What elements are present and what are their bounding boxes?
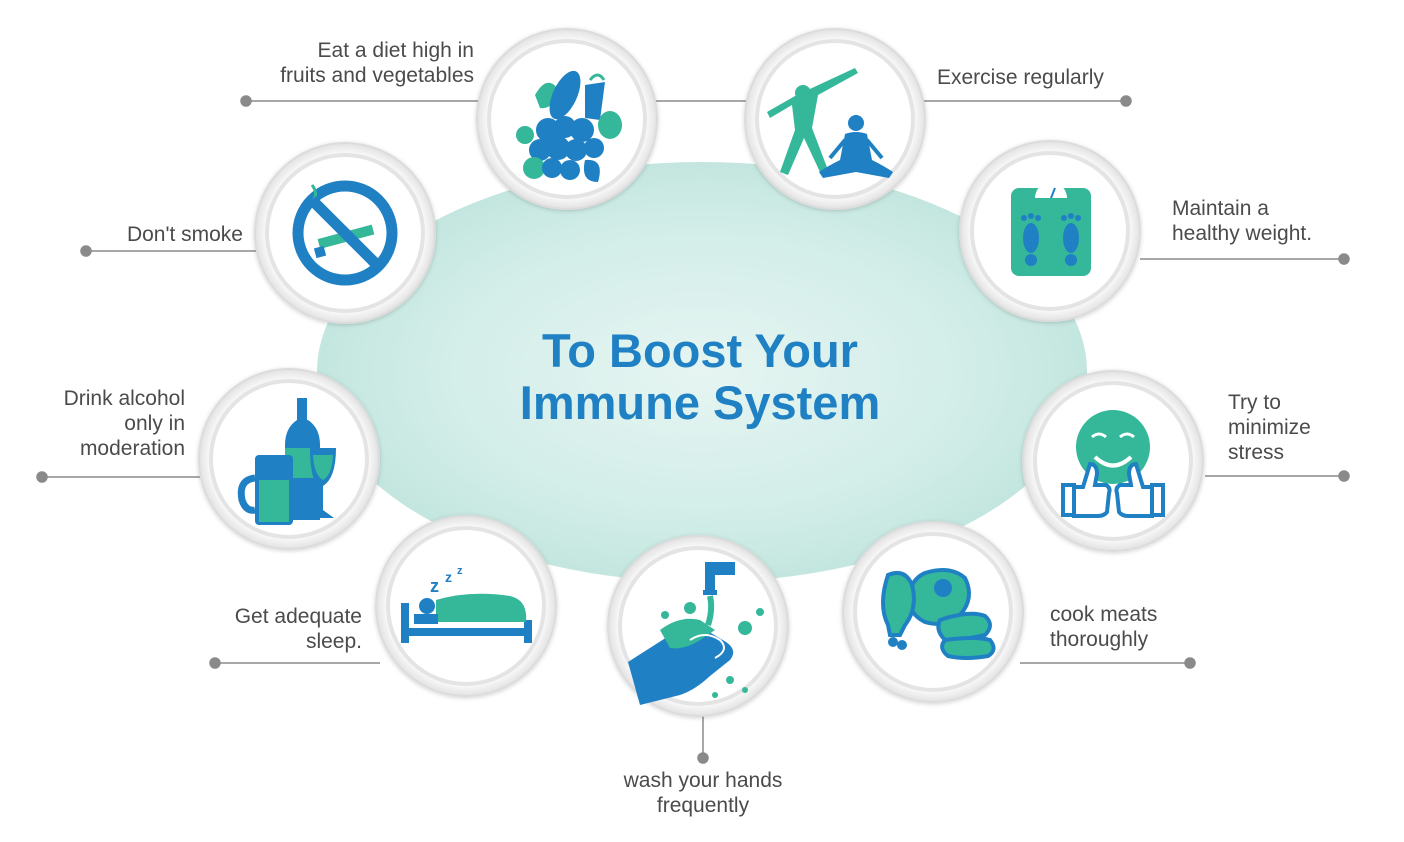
fruits-vegetables-icon (516, 70, 622, 182)
circle-exercise (744, 28, 926, 210)
meat-icon (881, 567, 996, 660)
svg-text:z: z (430, 576, 439, 596)
weight-scale-icon (1011, 182, 1091, 276)
sleeping-icon: z z z (401, 565, 532, 643)
tip-label-exercise: Exercise regularly (937, 66, 1104, 89)
title-line-2: Immune System (519, 376, 881, 429)
tip-label-stress: Try to minimize stress (1228, 391, 1311, 464)
center-ellipse (317, 162, 1087, 582)
tip-label-fruits: Eat a diet high in fruits and vegetables (280, 39, 474, 87)
exercise-icon (767, 68, 893, 178)
hand-washing-icon (628, 562, 764, 705)
alcohol-icon (237, 398, 336, 525)
page-title: To Boost Your Immune System (400, 325, 1000, 429)
smiley-thumbs-up-icon (1061, 410, 1165, 518)
tip-label-smoke: Don't smoke (126, 223, 243, 246)
svg-text:z: z (457, 565, 463, 577)
svg-text:z: z (445, 569, 452, 585)
tip-label-alcohol: Drink alcohol only in moderation (63, 387, 185, 460)
tip-label-sleep: Get adequate sleep. (234, 605, 362, 653)
tip-label-hands: wash your hands frequently (623, 769, 783, 817)
no-smoking-icon (292, 180, 398, 286)
connectors (36, 95, 1350, 764)
tip-label-meat: cook meats thoroughly (1050, 603, 1158, 651)
tip-label-weight: Maintain a healthy weight. (1172, 197, 1313, 245)
title-line-1: To Boost Your (542, 324, 858, 377)
